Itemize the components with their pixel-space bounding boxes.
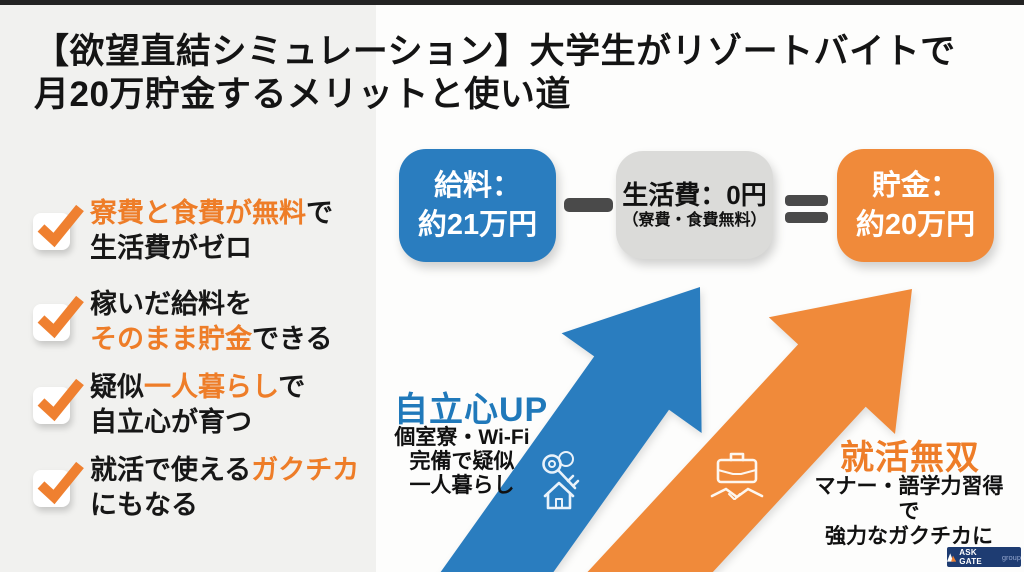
minus-operator [564,198,613,212]
top-video-edge-strip [0,0,1024,5]
independence-description: 個室寮・Wi-Fi 完備で疑似 一人暮らし [394,426,530,497]
key-house-icon [542,451,580,510]
checklist-item-text: 寮費と食費が無料で 生活費がゼロ [90,198,333,263]
logo-brand-text: ASK GATE [959,548,983,566]
check-icon [33,378,84,424]
independence-headline: 自立心UP [394,391,549,429]
job-hunting-description: マナー・語学力習得で 強力なガクチカに [814,475,1004,548]
checklist-item-text: 疑似一人暮らしで 自立心が育つ [90,372,306,437]
living-cost-box: 生活費：0円 （寮費・食費無料） [616,151,773,259]
page-title-line2: 月20万貯金するメリットと使い道 [34,75,571,114]
savings-amount: 約20万円 [855,208,976,241]
logo-suffix-text: group [1001,552,1021,562]
equals-operator-top [785,195,828,206]
equals-operator-bottom [785,212,828,223]
page-title: 【欲望直結シミュレーション】大学生がリゾートバイトで 月20万貯金するメリットと… [34,30,974,116]
briefcase-handshake-icon [710,452,764,500]
living-cost-label: 生活費：0円 [622,180,767,210]
salary-amount: 約21万円 [417,208,538,241]
savings-box: 貯金： 約20万円 [837,149,994,262]
check-icon [33,295,84,341]
checklist-item-3: 疑似一人暮らしで 自立心が育つ [33,370,305,440]
checklist-item-text: 就活で使えるガクチカ にもなる [90,455,360,520]
ask-gate-logo-mark [947,552,957,562]
check-icon [33,204,84,250]
checklist-item-4: 就活で使えるガクチカ にもなる [33,453,359,523]
job-hunting-headline: 就活無双 [840,439,980,477]
ask-gate-logo: ASK GATE group [947,547,1021,567]
check-icon [33,461,84,507]
living-cost-note: （寮費・食費無料） [622,212,767,229]
checklist-item-text: 稼いだ給料を そのまま貯金できる [90,289,333,354]
checklist-item-2: 稼いだ給料を そのまま貯金できる [33,287,332,357]
salary-box: 給料： 約21万円 [399,149,556,262]
savings-label: 貯金： [871,169,959,202]
page-title-line1: 【欲望直結シミュレーション】大学生がリゾートバイトで [34,32,956,71]
salary-label: 給料： [433,169,521,202]
checklist-item-1: 寮費と食費が無料で 生活費がゼロ [33,196,333,266]
